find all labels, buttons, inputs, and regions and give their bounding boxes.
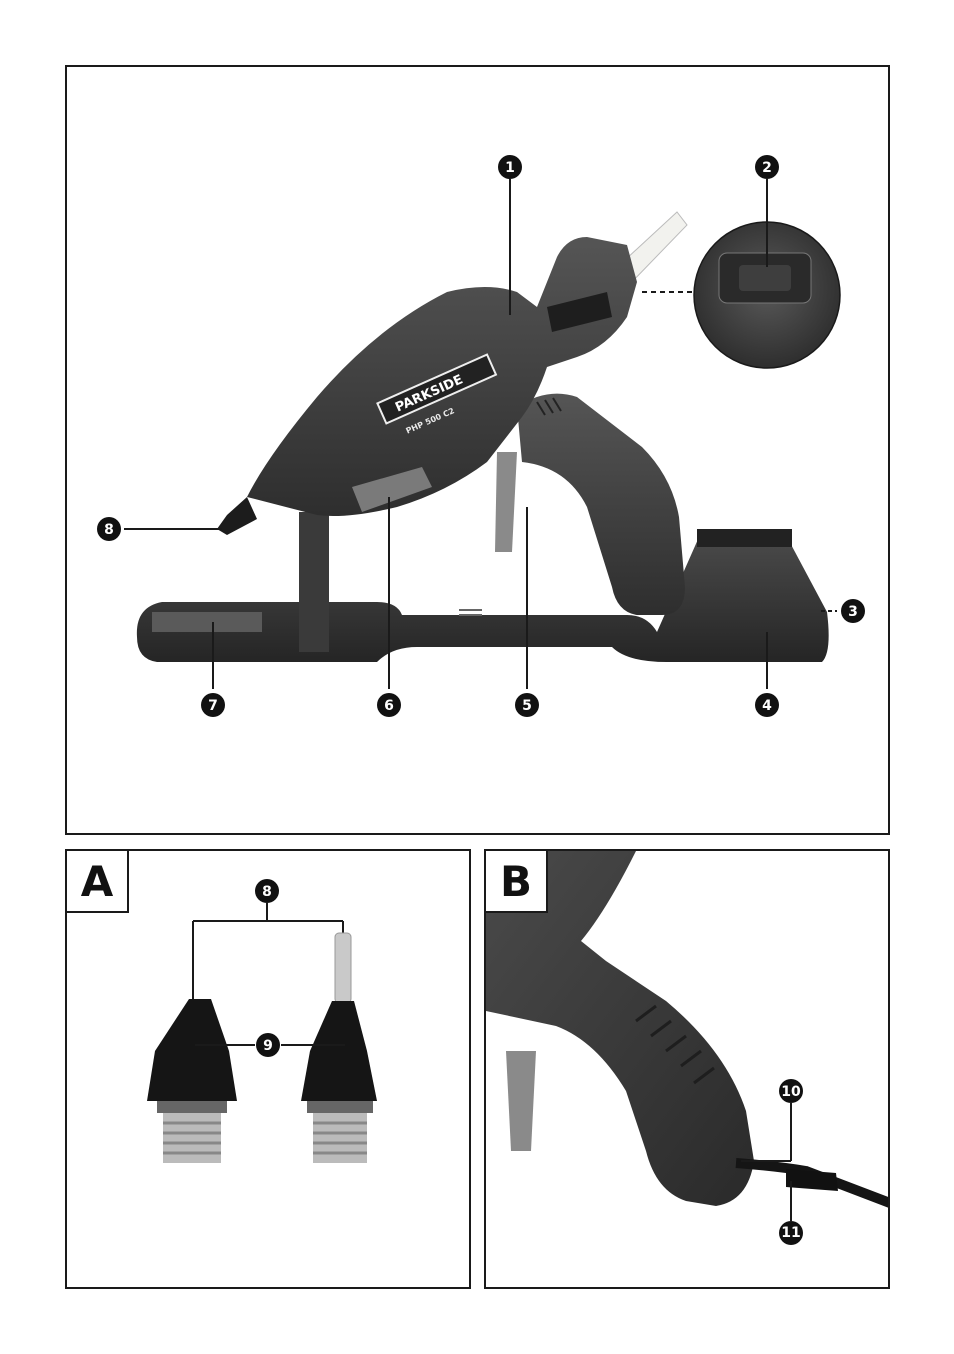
callout-7: 7 xyxy=(208,698,218,714)
nozzle-stand xyxy=(299,512,329,652)
callout-badge-icon: 3 xyxy=(841,599,865,623)
callout-badge-icon: 6 xyxy=(377,693,401,717)
callout-b-11: 11 xyxy=(781,1225,800,1241)
strain-relief xyxy=(786,1169,838,1191)
panel-b-tab: B xyxy=(484,849,548,913)
callout-badge-icon: 10 xyxy=(779,1079,803,1103)
glue-gun-illustration: PARKSIDE PHP 500 C2 xyxy=(67,67,890,835)
nozzle xyxy=(217,497,257,535)
callout-badge-icon: 8 xyxy=(97,517,121,541)
main-figure-panel: PARKSIDE PHP 500 C2 xyxy=(65,65,890,835)
panel-b-cable: B 10 xyxy=(484,849,890,1289)
callout-6: 6 xyxy=(384,698,394,714)
trigger xyxy=(495,452,517,552)
callout-8: 8 xyxy=(104,522,114,538)
callout-badge-icon: 2 xyxy=(755,155,779,179)
callout-badge-icon: 4 xyxy=(755,693,779,717)
callout-a-8: 8 xyxy=(262,884,272,900)
callout-1: 1 xyxy=(505,160,515,176)
glue-gun-body: PARKSIDE PHP 500 C2 xyxy=(217,212,687,615)
drip-tray xyxy=(152,612,262,632)
cable-illustration: 10 11 xyxy=(486,851,890,1289)
callout-2: 2 xyxy=(762,160,772,176)
nozzles-illustration: 8 9 xyxy=(67,851,471,1289)
panel-a-nozzles: A xyxy=(65,849,471,1289)
callout-5: 5 xyxy=(522,698,532,714)
nozzle-short xyxy=(147,999,237,1163)
base-station xyxy=(137,512,829,662)
callout-4: 4 xyxy=(762,698,772,714)
magnifier-circle-icon xyxy=(642,222,840,368)
callout-a-9: 9 xyxy=(263,1038,273,1054)
callout-badge-icon: 7 xyxy=(201,693,225,717)
callout-badge-icon: 5 xyxy=(515,693,539,717)
callout-b-10: 10 xyxy=(781,1084,801,1100)
callout-badge-icon: 9 xyxy=(256,1033,280,1057)
callout-badge-icon: 1 xyxy=(498,155,522,179)
callout-3: 3 xyxy=(848,604,858,620)
nozzle-long xyxy=(301,933,377,1163)
callout-badge-icon: 11 xyxy=(779,1221,803,1245)
panel-a-tab: A xyxy=(65,849,129,913)
callout-badge-icon: 8 xyxy=(255,879,279,903)
